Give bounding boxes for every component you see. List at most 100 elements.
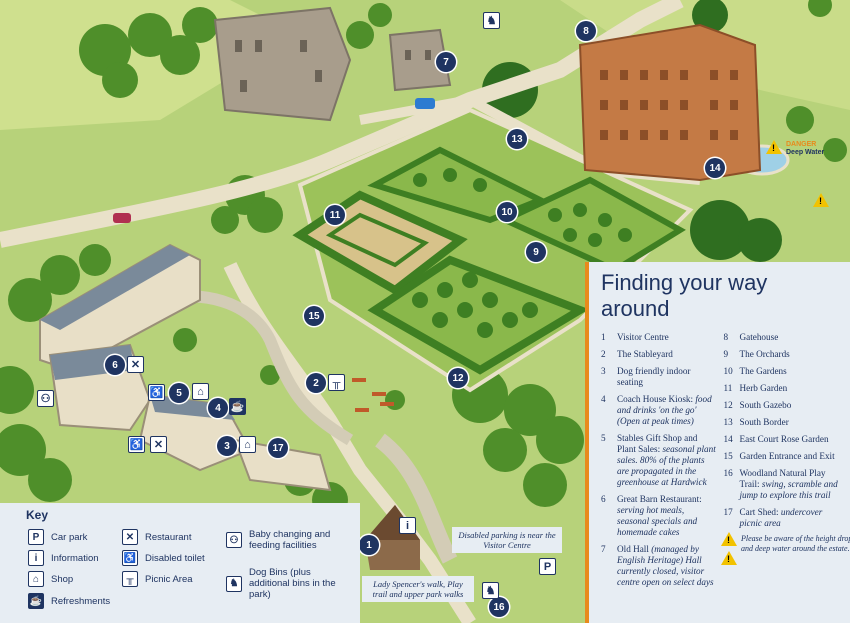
restaurant-icon: ✕ bbox=[122, 529, 138, 545]
list-num: 17 bbox=[723, 507, 733, 517]
refreshments-icon: ☕ bbox=[28, 593, 44, 609]
key-item: ⚇Baby changing and feeding facilities bbox=[226, 529, 336, 551]
list-item: 12 South Gazebo bbox=[724, 400, 841, 411]
location-marker-3[interactable]: 3 bbox=[217, 436, 237, 456]
list-desc: swing, scramble and jump to explore this… bbox=[739, 479, 838, 500]
location-marker-17[interactable]: 17 bbox=[268, 438, 288, 458]
location-marker-7[interactable]: 7 bbox=[436, 52, 456, 72]
location-marker-5[interactable]: 5 bbox=[169, 383, 189, 403]
key-item: ☕ Refreshments bbox=[28, 593, 110, 609]
location-marker-14[interactable]: 14 bbox=[705, 158, 725, 178]
warning-icon bbox=[813, 193, 829, 207]
list-name: Stables Gift Shop and Plant Sales: bbox=[617, 433, 698, 454]
list-num: 11 bbox=[723, 383, 733, 393]
list-desc: serving hot meals, seasonal specials and… bbox=[617, 505, 698, 537]
location-marker-12[interactable]: 12 bbox=[448, 368, 468, 388]
list-name: East Court Rose Garden bbox=[739, 434, 829, 444]
key-item: ╥Picnic Area bbox=[122, 571, 193, 587]
car-park-icon: P bbox=[539, 558, 556, 575]
location-marker-10[interactable]: 10 bbox=[497, 202, 517, 222]
list-num: 6 bbox=[601, 494, 606, 504]
key-item: ✕ Restaurant bbox=[122, 529, 191, 545]
restaurant-icon: ✕ bbox=[150, 436, 167, 453]
list-item: 15 Garden Entrance and Exit bbox=[724, 451, 841, 462]
list-name: Herb Garden bbox=[739, 383, 788, 393]
disabled-toilet-icon: ♿ bbox=[122, 550, 138, 566]
list-desc: undercover picnic area bbox=[739, 507, 823, 528]
location-marker-1[interactable]: 1 bbox=[359, 535, 379, 555]
list-name: South Gazebo bbox=[739, 400, 792, 410]
car-park-icon: P bbox=[28, 529, 44, 545]
location-marker-16[interactable]: 16 bbox=[489, 597, 509, 617]
list-num: 14 bbox=[723, 434, 733, 444]
panel-title: Finding your way around bbox=[601, 270, 768, 321]
location-marker-4[interactable]: 4 bbox=[208, 398, 228, 418]
list-num: 13 bbox=[723, 417, 733, 427]
key-label: Car park bbox=[51, 531, 88, 543]
disabled-toilet-icon: ♿ bbox=[148, 384, 165, 401]
list-name: Coach House Kiosk: bbox=[617, 394, 694, 404]
key-label: Refreshments bbox=[51, 595, 111, 607]
shop-icon: ⌂ bbox=[239, 436, 256, 453]
location-marker-13[interactable]: 13 bbox=[507, 129, 527, 149]
baby-changing-icon: ⚇ bbox=[37, 390, 54, 407]
location-marker-2[interactable]: 2 bbox=[306, 373, 326, 393]
key-item: ♿Disabled toilet bbox=[122, 550, 205, 566]
shop-icon: ⌂ bbox=[192, 383, 209, 400]
list-name: Dog friendly indoor seating bbox=[617, 366, 691, 387]
walks-callout: Lady Spencer's walk, Play trail and uppe… bbox=[362, 576, 474, 602]
information-icon: i bbox=[28, 550, 44, 566]
list-item: 3 Dog friendly indoor seating bbox=[601, 366, 718, 388]
list-item: 8 Gatehouse bbox=[724, 332, 841, 343]
list-num: 8 bbox=[723, 332, 729, 342]
list-num: 16 bbox=[723, 468, 733, 478]
location-marker-11[interactable]: 11 bbox=[325, 205, 345, 225]
list-num: 3 bbox=[601, 366, 606, 376]
list-num: 4 bbox=[601, 394, 606, 404]
location-marker-6[interactable]: 6 bbox=[105, 355, 125, 375]
picnic-area-icon: ╥ bbox=[328, 374, 345, 391]
key-label: Shop bbox=[51, 573, 74, 585]
list-name: Great Barn Restaurant: bbox=[617, 494, 702, 504]
list-name: The Gardens bbox=[739, 366, 787, 376]
refreshments-icon: ☕ bbox=[229, 398, 246, 415]
list-name: Visitor Centre bbox=[617, 332, 669, 342]
warning-icon bbox=[721, 551, 737, 565]
dog-bin-icon: ♞ bbox=[226, 575, 242, 592]
list-name: Garden Entrance and Exit bbox=[739, 451, 835, 461]
location-marker-9[interactable]: 9 bbox=[526, 242, 546, 262]
key-item: P Car park bbox=[28, 529, 87, 545]
list-name: The Orchards bbox=[739, 349, 790, 359]
disabled-toilet-icon: ♿ bbox=[128, 436, 145, 453]
list-item: 11 Herb Garden bbox=[724, 383, 841, 394]
location-marker-15[interactable]: 15 bbox=[304, 306, 324, 326]
key-label: Restaurant bbox=[145, 531, 192, 543]
list-item: 6 Great Barn Restaurant: serving hot meal… bbox=[601, 494, 718, 538]
baby-changing-icon: ⚇ bbox=[226, 532, 242, 548]
key-item: ♞Dog Bins (plus additional bins in the p… bbox=[226, 567, 351, 600]
list-num: 12 bbox=[723, 400, 733, 410]
location-marker-8[interactable]: 8 bbox=[576, 21, 596, 41]
key-title: Key bbox=[26, 508, 49, 522]
warning-icon bbox=[721, 532, 737, 546]
list-num: 7 bbox=[601, 544, 606, 554]
list-name: Gatehouse bbox=[739, 332, 779, 342]
key-label: Picnic Area bbox=[145, 573, 193, 585]
shop-icon: ⌂ bbox=[28, 571, 44, 587]
dog-bin-icon: ♞ bbox=[483, 12, 500, 29]
list-num: 15 bbox=[723, 451, 733, 461]
restaurant-icon: ✕ bbox=[127, 356, 144, 373]
list-num: 2 bbox=[601, 349, 606, 359]
hazard-note: Please be aware of the height drops and … bbox=[741, 534, 850, 553]
